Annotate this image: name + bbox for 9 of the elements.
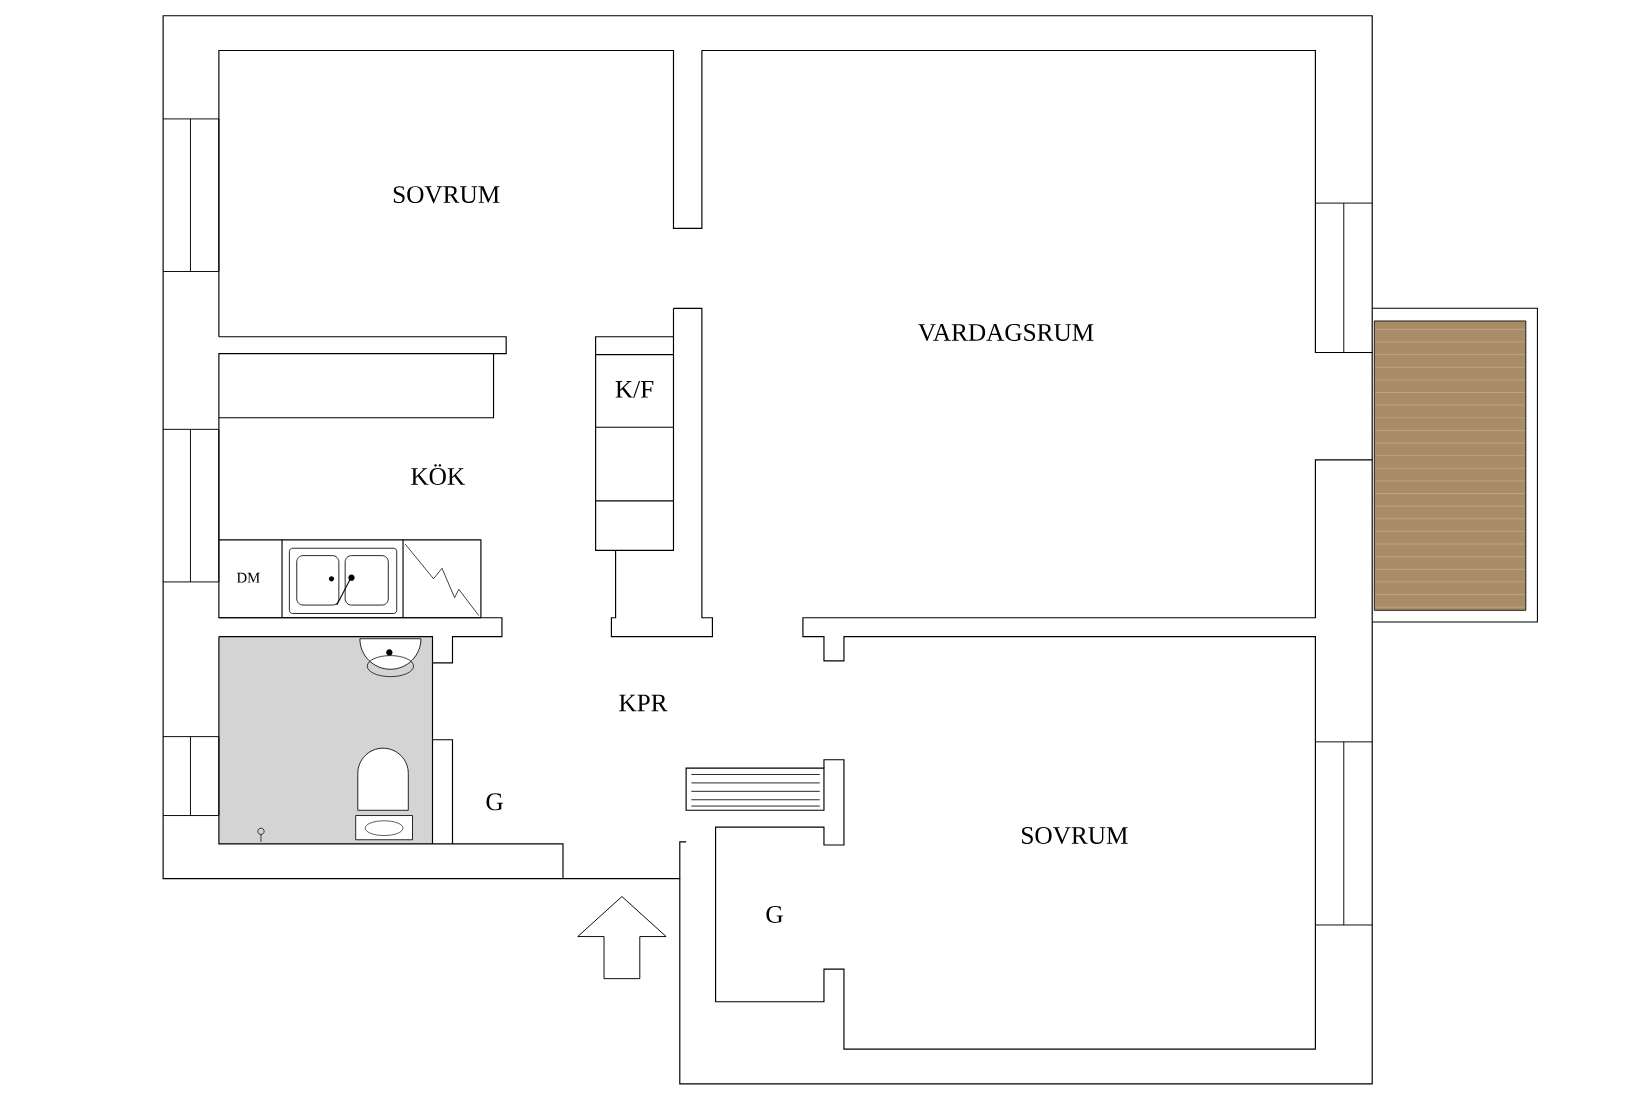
room-label: SOVRUM <box>1022 827 1128 845</box>
room-label: KPR <box>619 694 668 712</box>
room-label: K/F <box>615 381 654 398</box>
room-label: VARDAGSRUM <box>918 324 1094 342</box>
room-label: SOVRUM <box>393 186 500 204</box>
room-label: KÖK <box>411 464 465 486</box>
room-label: G <box>766 906 783 924</box>
room-label: G <box>486 793 503 811</box>
room-label: DM <box>236 573 260 583</box>
